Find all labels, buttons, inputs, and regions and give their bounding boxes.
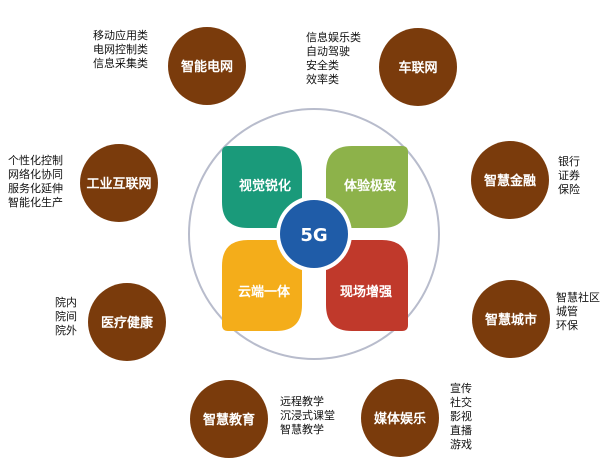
node-label: 智慧城市: [485, 312, 537, 328]
node-item: 影视: [450, 409, 472, 423]
node-item: 效率类: [306, 72, 339, 86]
node-item: 安全类: [306, 58, 339, 72]
node-item: 城管: [556, 304, 578, 318]
node-item: 院间: [55, 309, 77, 323]
node-circle: [379, 28, 457, 106]
node-smart-city: 智慧城市 智慧社区 城管 环保: [472, 280, 600, 358]
node-item: 网络化协同: [8, 167, 63, 181]
node-circle: [471, 141, 549, 219]
node-iov: 车联网 信息娱乐类 自动驾驶 安全类 效率类: [306, 28, 457, 106]
node-label: 医疗健康: [101, 315, 154, 331]
node-label: 智慧教育: [203, 412, 255, 428]
node-item: 信息采集类: [93, 56, 148, 70]
petal-bottom-left-label: 云端一体: [238, 284, 291, 300]
node-label: 智慧金融: [484, 173, 536, 189]
petal-bottom-right: [326, 240, 408, 331]
node-item: 个性化控制: [8, 153, 63, 167]
node-item: 服务化延伸: [8, 181, 63, 195]
node-circle: [88, 283, 166, 361]
node-media-entertainment: 媒体娱乐 宣传 社交 影视 直播 游戏: [361, 379, 472, 457]
node-item: 远程教学: [280, 394, 324, 408]
node-item: 移动应用类: [93, 28, 148, 42]
node-item: 证券: [558, 168, 580, 182]
node-smart-education: 智慧教育 远程教学 沉浸式课堂 智慧教学: [190, 380, 335, 458]
petal-top-left-label: 视觉锐化: [239, 178, 291, 194]
node-item: 信息娱乐类: [306, 30, 361, 44]
node-item: 社交: [450, 395, 472, 409]
node-item: 智慧社区: [556, 290, 600, 304]
node-circle: [472, 280, 550, 358]
node-industrial-internet: 工业互联网 个性化控制 网络化协同 服务化延伸 智能化生产: [8, 144, 158, 222]
petal-bottom-left: [222, 240, 302, 331]
node-item: 直播: [450, 423, 472, 437]
node-item: 宣传: [450, 381, 472, 395]
node-item: 智能化生产: [8, 195, 63, 209]
node-label: 智能电网: [181, 59, 233, 75]
petal-bottom-right-label: 现场增强: [340, 284, 392, 300]
center-5g-circle: [280, 200, 348, 268]
petal-top-left: [222, 146, 302, 228]
node-circle: [361, 379, 439, 457]
node-circle: [168, 27, 246, 105]
node-item: 智慧教学: [280, 422, 324, 436]
outer-ring: [188, 108, 440, 360]
node-item: 银行: [558, 154, 580, 168]
petal-top-right: [326, 146, 408, 228]
node-item: 院内: [55, 295, 77, 309]
node-item: 沉浸式课堂: [280, 409, 335, 422]
node-circle: [80, 144, 158, 222]
node-smart-finance: 智慧金融 银行 证券 保险: [471, 141, 580, 219]
node-label: 车联网: [398, 60, 437, 76]
node-item: 环保: [556, 318, 578, 332]
node-item: 自动驾驶: [306, 44, 350, 58]
node-item: 电网控制类: [93, 42, 148, 56]
node-item: 院外: [55, 323, 77, 337]
node-smart-grid: 智能电网 移动应用类 电网控制类 信息采集类: [93, 27, 246, 105]
node-label: 工业互联网: [86, 176, 151, 192]
node-medical-health: 医疗健康 院内 院间 院外: [55, 283, 166, 361]
node-label: 媒体娱乐: [374, 411, 426, 427]
petal-top-right-label: 体验极致: [344, 178, 397, 194]
center-label: 5G: [300, 225, 327, 246]
node-item: 游戏: [450, 438, 472, 451]
node-circle: [190, 380, 268, 458]
node-item: 保险: [558, 182, 580, 196]
